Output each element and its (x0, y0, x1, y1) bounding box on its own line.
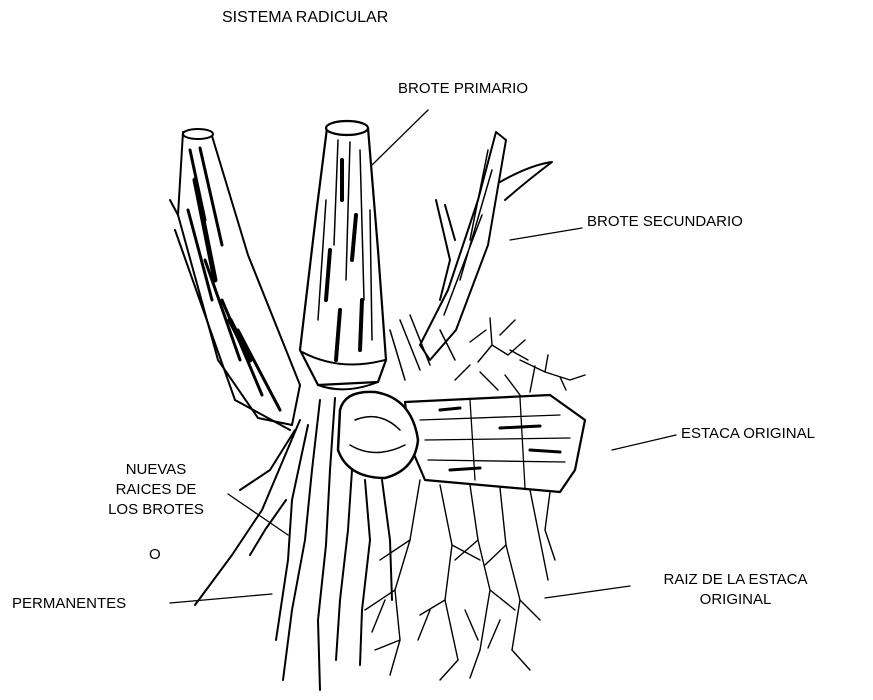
leader-brote-primario (372, 110, 428, 165)
label-estaca-original: ESTACA ORIGINAL (681, 424, 815, 444)
label-nuevas-raices: NUEVAS RAICES DE LOS BROTES (86, 460, 226, 520)
label-nuevas-raices-line2: RAICES DE (86, 480, 226, 500)
label-brote-secundario: BROTE SECUNDARIO (587, 212, 743, 232)
label-nuevas-raices-line3: LOS BROTES (86, 500, 226, 520)
label-raiz-estaca: RAIZ DE LA ESTACA ORIGINAL (628, 570, 843, 610)
label-raiz-estaca-line1: RAIZ DE LA ESTACA (628, 570, 843, 590)
label-brote-primario: BROTE PRIMARIO (398, 79, 528, 99)
left-shoot (170, 129, 300, 430)
label-permanentes: PERMANENTES (12, 594, 126, 614)
right-shoot (390, 132, 552, 380)
leader-permanentes (170, 594, 272, 603)
label-nuevas-raices-line1: NUEVAS (86, 460, 226, 480)
cutting-roots (365, 480, 555, 680)
leader-nuevas-raices (228, 494, 288, 535)
page-title: SISTEMA RADICULAR (222, 8, 388, 28)
leader-estaca-original (612, 435, 676, 450)
fibrous-roots-top (455, 318, 585, 395)
leader-raiz-estaca (545, 586, 630, 598)
original-cutting (405, 395, 585, 492)
leader-brote-secundario (510, 228, 582, 240)
label-o: O (149, 545, 161, 565)
primary-shoot (300, 121, 386, 389)
label-raiz-estaca-line2: ORIGINAL (628, 590, 843, 610)
